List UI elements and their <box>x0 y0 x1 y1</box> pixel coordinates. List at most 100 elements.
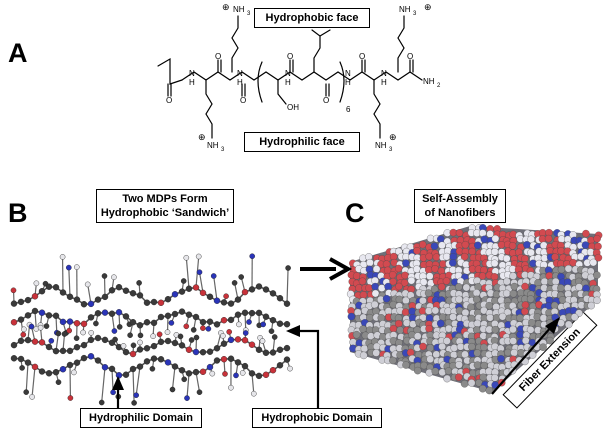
hydrophilic-domain-label: Hydrophilic Domain <box>89 412 193 424</box>
fiber-atom <box>413 332 422 340</box>
atom-sphere <box>73 344 81 351</box>
atom-sphere <box>150 298 158 306</box>
fiber-atom <box>455 361 463 369</box>
side-chain-bond <box>195 371 201 393</box>
atom-sphere <box>262 286 270 293</box>
atom-sphere <box>177 333 184 340</box>
atom-sphere <box>31 363 39 371</box>
fiber-atom <box>436 319 445 328</box>
atom-sphere <box>101 309 109 316</box>
atom-sphere <box>45 370 53 377</box>
fiber-atom <box>526 295 535 303</box>
atom-sphere <box>87 300 95 308</box>
b-to-c-arrow <box>300 257 353 281</box>
n-label-4: N <box>345 69 351 78</box>
o-label-5: O <box>323 96 329 105</box>
atom-sphere <box>220 333 226 339</box>
fiber-atom <box>474 241 482 250</box>
fiber-atom <box>418 240 427 249</box>
fiber-atom <box>497 355 505 363</box>
atom-sphere <box>178 288 186 295</box>
atom-sphere <box>101 293 109 301</box>
atom-sphere <box>213 297 221 304</box>
side-chain-bond <box>68 267 71 297</box>
atom-sphere <box>206 348 214 355</box>
atom-sphere <box>80 329 86 336</box>
two-mdps-line2: Hydrophobic ‘Sandwich’ <box>100 207 230 219</box>
fiber-atom <box>485 386 494 395</box>
atom-sphere <box>129 365 137 373</box>
atom-sphere <box>200 325 206 331</box>
fiber-atom <box>443 337 451 345</box>
nh3-label-4: NH <box>375 141 387 150</box>
o-label-2: O <box>215 52 221 61</box>
atom-sphere <box>19 365 25 371</box>
atom-sphere <box>17 298 25 306</box>
atom-sphere <box>111 274 117 281</box>
atom-sphere <box>213 345 221 352</box>
nh3-sub-2: 3 <box>413 11 417 17</box>
fiber-atom <box>594 253 603 262</box>
atom-sphere <box>157 299 165 306</box>
atom-sphere <box>185 346 193 353</box>
atom-sphere <box>101 273 108 279</box>
atom-sphere <box>43 323 50 329</box>
atom-sphere <box>108 310 116 317</box>
atom-sphere <box>255 346 263 353</box>
atom-sphere <box>101 364 109 371</box>
atom-sphere <box>80 354 88 362</box>
atom-sphere <box>52 369 60 376</box>
fiber-atom <box>389 356 397 365</box>
side-chain-bond <box>286 267 289 304</box>
atom-sphere <box>249 253 255 260</box>
atom-sphere <box>37 324 44 331</box>
atom-sphere <box>129 319 137 326</box>
fiber-atom <box>589 258 598 267</box>
fiber-atom <box>467 379 476 387</box>
atom-sphere <box>131 400 137 406</box>
fiber-atom <box>593 234 601 243</box>
fiber-atom <box>358 277 367 286</box>
atom-sphere <box>38 368 46 375</box>
atom-sphere <box>269 367 277 374</box>
atom-sphere <box>192 348 200 356</box>
atom-sphere <box>164 296 172 303</box>
atom-sphere <box>262 349 270 356</box>
atom-sphere <box>88 329 94 336</box>
atom-sphere <box>259 338 266 344</box>
atom-sphere <box>59 254 66 260</box>
h-label-1: H <box>189 78 195 87</box>
n-label-1: N <box>189 69 195 78</box>
atom-sphere <box>94 357 102 364</box>
fiber-atom <box>460 252 469 261</box>
atom-sphere <box>66 293 74 300</box>
side-chain-bond <box>25 362 29 393</box>
atom-sphere <box>157 356 165 363</box>
atom-sphere <box>171 291 179 298</box>
fiber-atom <box>587 301 595 310</box>
side-chain-bond <box>135 366 141 396</box>
h-label-2: H <box>237 78 243 87</box>
atom-sphere <box>185 370 193 377</box>
atom-sphere <box>28 323 35 330</box>
atom-sphere <box>94 296 102 303</box>
atom-sphere <box>116 324 123 330</box>
atom-sphere <box>190 327 197 333</box>
nh3-sub-3: 3 <box>221 147 225 153</box>
charge-3: ⊕ <box>198 132 206 142</box>
fiber-atom <box>419 342 427 351</box>
atom-sphere <box>255 309 263 317</box>
atom-sphere <box>157 313 165 321</box>
atom-sphere <box>55 330 62 337</box>
hydrophobic-domain-box: Hydrophobic Domain <box>252 408 382 428</box>
fiber-atom <box>443 374 451 383</box>
atom-sphere <box>45 283 53 290</box>
atom-sphere <box>48 337 55 344</box>
oh-label: OH <box>287 103 299 112</box>
atom-sphere <box>94 334 102 342</box>
atom-sphere <box>137 339 143 346</box>
atom-sphere <box>136 346 144 353</box>
atom-sphere <box>283 300 291 307</box>
atom-sphere <box>255 283 263 290</box>
